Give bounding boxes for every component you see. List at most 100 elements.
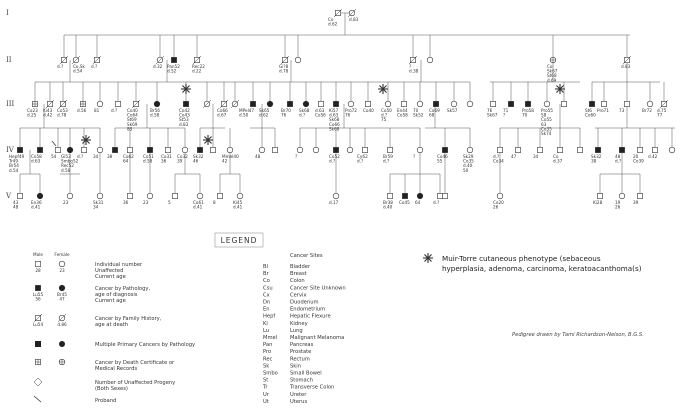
deceased-slash — [230, 99, 240, 109]
node-label: d.78 — [57, 113, 67, 118]
node-label: ? — [409, 64, 411, 69]
cancer-site-code: Rec — [263, 356, 273, 362]
gen4-male — [210, 147, 216, 153]
node-label: Co — [547, 64, 553, 69]
node-label: 77 — [657, 113, 663, 118]
node-label: 38 — [107, 154, 113, 159]
legend-row-label: Multiple Primary Cancers by Pathology — [95, 342, 195, 348]
cancer-site-code: Smbo — [263, 371, 278, 377]
node-label: Br72 — [642, 108, 652, 113]
gen4-male — [442, 147, 448, 153]
node-label: Co35 — [541, 126, 552, 131]
node-label: Co56 — [315, 113, 326, 118]
gen4-male — [515, 147, 521, 153]
gen5-male — [127, 193, 133, 199]
legend-female-example: 23 — [59, 268, 65, 273]
node-label: d.58 — [150, 113, 160, 118]
cancer-site-name: Skin — [290, 363, 301, 369]
node-label: d.62 — [259, 113, 269, 118]
cancer-site-name: Pancreas — [290, 342, 314, 348]
node-label: Co64 — [127, 113, 138, 118]
deceased-slash — [131, 99, 141, 109]
cancer-site-code: Cx — [263, 292, 270, 298]
cancer-site-code: Pan — [263, 342, 272, 348]
gen5-female — [618, 192, 626, 200]
node-label: Co62 — [123, 154, 134, 159]
node-label: d.? — [357, 159, 363, 164]
node-label: Ki45 — [233, 200, 243, 205]
gen3-male — [333, 101, 339, 107]
node-label: 34 — [533, 154, 539, 159]
node-label: d.40 — [463, 163, 473, 168]
node-label: Rec52 — [61, 163, 74, 168]
node-label: En36 — [31, 200, 42, 205]
node-label: Co42 — [179, 108, 190, 113]
node-label: 71 — [503, 108, 509, 113]
legend-row-label: Unaffected — [95, 268, 123, 274]
node-label: Co66 — [217, 108, 228, 113]
gen3-female — [153, 100, 161, 108]
node-label: Sk31 — [93, 200, 104, 205]
cancer-site-code: Co — [263, 278, 270, 284]
deceased-slash — [71, 55, 81, 65]
gen5-female — [36, 192, 44, 200]
node-label: Co — [553, 154, 559, 159]
gen5-female — [236, 192, 244, 200]
cancer-site-name: Endometrium — [290, 307, 325, 313]
cancer-site-name: Uterus — [290, 399, 307, 405]
gen5-male — [217, 193, 223, 199]
node-label: Co58 — [397, 113, 408, 118]
legend-pathology-male — [35, 285, 41, 291]
gen3-male — [318, 101, 324, 107]
node-label: Pro71 — [597, 108, 609, 113]
node-label: d.58 — [61, 168, 71, 173]
deceased-slash — [280, 55, 290, 65]
node-label: Tr49 — [8, 159, 18, 164]
muir-torre-asterisk — [555, 84, 565, 94]
generation-label: III — [6, 100, 15, 108]
generation-label: I — [6, 9, 9, 17]
node-label: 5 — [168, 200, 171, 205]
node-label: Co23 — [27, 108, 38, 113]
gen2-female — [426, 56, 434, 64]
gen3-female — [646, 100, 654, 108]
node-label: d.54 — [9, 168, 19, 173]
cancer-site-code: Hepf — [263, 314, 275, 320]
node-label: 76 — [345, 113, 351, 118]
node-label: d.17 — [329, 200, 339, 205]
gen4-male — [619, 147, 625, 153]
node-label: Sk68 — [329, 126, 340, 131]
gen5-male — [172, 193, 178, 199]
node-label: d.? — [299, 113, 305, 118]
legend-male-example: Lu55 — [33, 292, 44, 297]
cancer-site-code: Bl — [263, 264, 268, 270]
node-label: 55 — [437, 159, 443, 164]
gen3-male — [433, 101, 439, 107]
gen4-male — [637, 147, 643, 153]
node-label: Ki43 — [43, 108, 53, 113]
gen3-male — [490, 101, 496, 107]
gen2-female — [294, 56, 302, 64]
legend-title: LEGEND — [221, 236, 258, 245]
cancer-site-code: Lu — [263, 328, 269, 334]
node-label: Sk65 — [259, 108, 270, 113]
cancer-site-name: Duodenum — [290, 300, 319, 306]
node-label: Co20 — [493, 200, 504, 205]
muir-torre-legend-text: hyperplasia, adenoma, carcinoma, keratoa… — [442, 264, 642, 273]
cancer-site-name: Hepatic Flexure — [290, 314, 331, 320]
gen3-male — [287, 101, 293, 107]
gen4-male — [112, 147, 118, 153]
node-label: 36 — [123, 200, 129, 205]
node-label: Co40 — [127, 108, 138, 113]
gen3-female — [466, 100, 474, 108]
node-label: d.75 — [657, 108, 667, 113]
legend-row-label: Current age — [95, 274, 126, 280]
deceased-slash — [59, 55, 69, 65]
gen3-male — [525, 101, 531, 107]
node-label: Co,Sk — [73, 64, 85, 69]
gen3-female — [347, 100, 355, 108]
gen5-female — [146, 192, 154, 200]
gen4-female — [668, 146, 676, 154]
muir-torre-asterisk — [81, 135, 91, 145]
